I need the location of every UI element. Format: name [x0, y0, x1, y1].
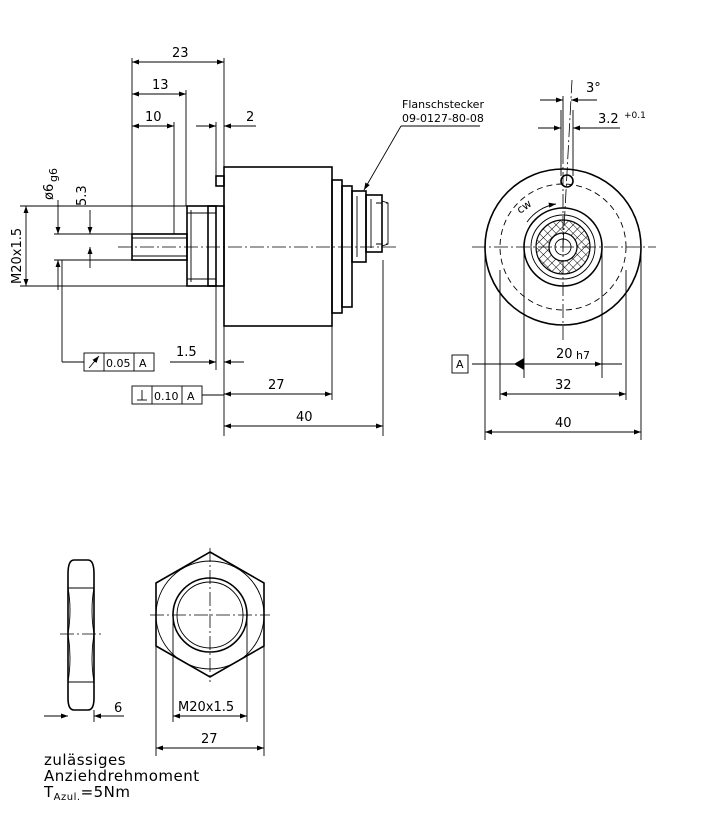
dim-2: 2	[246, 110, 254, 125]
cw-label: cw	[514, 197, 534, 216]
dim-23: 23	[172, 46, 189, 61]
dim-27-side: 27	[268, 378, 285, 393]
nut-side-view: 6	[44, 559, 124, 722]
dim-20-fit: h7	[576, 349, 590, 362]
nut-front-view: M20x1.5 27	[150, 548, 270, 756]
torque-note: zulässiges Anziehdrehmoment TAzul.=5Nm	[44, 752, 200, 806]
dim-20: 20	[556, 347, 573, 362]
torque-symbol: T	[44, 783, 54, 801]
angle-label: 3°	[586, 81, 601, 96]
dim-nut-thread: M20x1.5	[178, 700, 234, 715]
locating-pin	[215, 175, 225, 187]
dim-40-side: 40	[296, 410, 313, 425]
torque-value: =5Nm	[80, 783, 131, 801]
dim-1-5: 1.5	[176, 345, 197, 360]
runout-value: 0.05	[106, 357, 131, 370]
connector-label-2: 09-0127-80-08	[402, 112, 484, 125]
sensor-body	[223, 166, 333, 327]
connector-label-1: Flanschstecker	[402, 98, 484, 111]
dim-3-2-tol: +0.1	[624, 111, 646, 121]
torque-subscript: Azul.	[53, 792, 81, 803]
dim-phi6-fit: g6	[47, 168, 60, 182]
runout-tolerance-frame: 0.05 A	[61, 260, 155, 372]
perpendicularity-tolerance-frame: 0.10 A	[131, 385, 224, 405]
note-line-1: zulässiges	[44, 751, 127, 769]
perp-value: 0.10	[154, 390, 179, 403]
dim-5-3: 5.3	[75, 185, 90, 206]
dim-3-2: 3.2	[598, 112, 619, 127]
datum-a-box	[451, 354, 469, 374]
perp-ref: A	[187, 390, 195, 403]
datum-a: A	[456, 358, 464, 371]
dim-40-front: 40	[555, 416, 572, 431]
dim-13: 13	[152, 78, 169, 93]
dim-10: 10	[145, 110, 162, 125]
runout-ref: A	[139, 357, 147, 370]
dim-phi6: ø6	[42, 184, 57, 200]
note-line-2: Anziehdrehmoment	[44, 767, 200, 785]
dim-nut-27: 27	[201, 732, 218, 747]
dim-thread: M20x1.5	[10, 228, 25, 284]
dim-32: 32	[555, 378, 572, 393]
note-line-3: TAzul.=5Nm	[44, 784, 200, 806]
dim-nut-6: 6	[114, 701, 122, 716]
front-view: cw 3° 3.2 +0.1 A 20 h7 32 40	[451, 79, 656, 440]
flange-connector	[331, 179, 389, 314]
side-view: 23 13 10 2 M20x1.5 ø6 g6 5.3 1.5 27	[10, 46, 484, 436]
